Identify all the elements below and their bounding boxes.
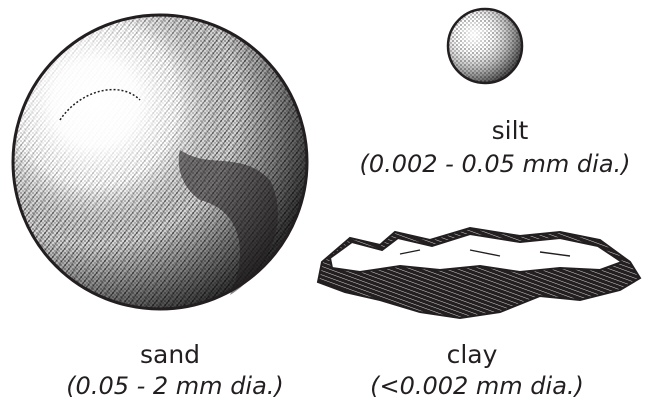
sand-grain-icon (13, 15, 307, 309)
clay-flake-icon (318, 228, 640, 318)
clay-label: clay (382, 341, 562, 369)
sand-label: sand (80, 341, 260, 369)
silt-label: silt (420, 117, 600, 145)
silt-grain-icon (448, 9, 522, 83)
clay-size-range: (<0.002 mm dia.) (332, 372, 622, 400)
silt-size-range: (0.002 - 0.05 mm dia.) (345, 150, 645, 178)
sand-size-range: (0.05 - 2 mm dia.) (30, 372, 320, 400)
